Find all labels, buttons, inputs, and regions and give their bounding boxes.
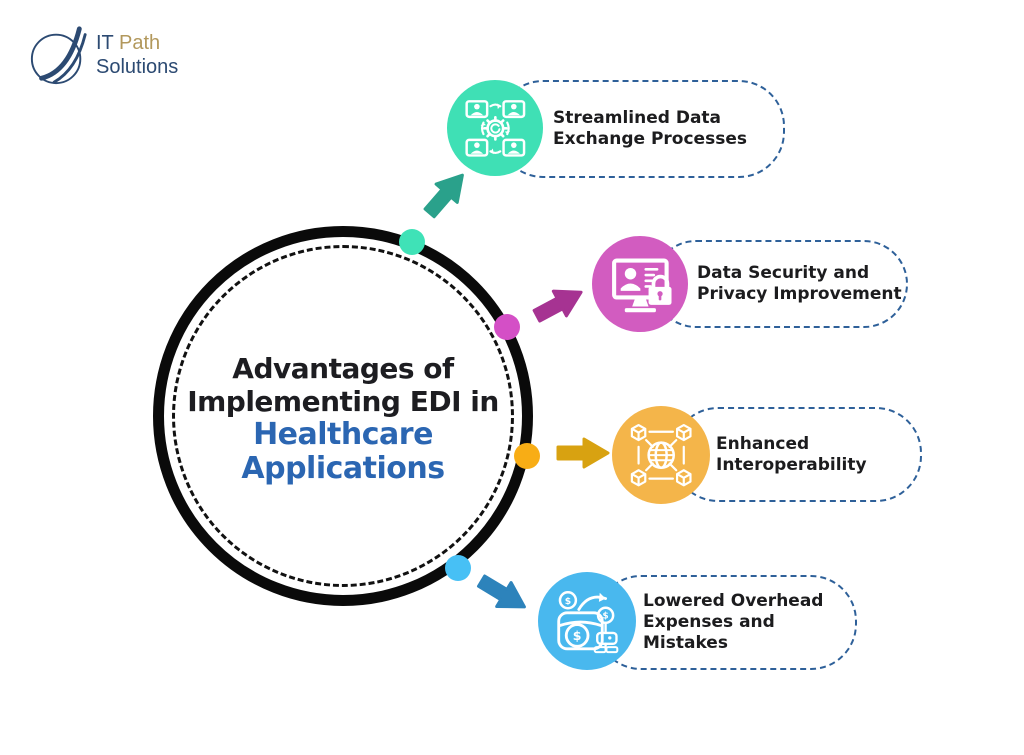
callout-label-line1: Lowered Overhead	[643, 591, 824, 611]
callout-icon-circle-streamlined	[447, 80, 543, 176]
center-title-line4: Applications	[241, 451, 445, 486]
center-title-line1: Advantages of	[232, 352, 454, 385]
ring-dot-security	[494, 314, 520, 340]
callout-label-line2: Interoperability	[716, 454, 867, 475]
svg-text:$: $	[565, 596, 571, 607]
ring-dot-expenses	[445, 555, 471, 581]
sync-users-gear-icon	[465, 99, 525, 157]
callout-pill-security	[652, 240, 908, 328]
ring-dot-streamlined	[399, 229, 425, 255]
callout-label-line2: Expenses and Mistakes	[643, 612, 775, 653]
callout-label-interop: Enhanced Interoperability	[716, 408, 911, 501]
callout-pill-interop	[672, 407, 922, 502]
wallet-coins-icon: $ $ $	[557, 590, 619, 653]
center-ring	[153, 226, 533, 606]
center-title-line2: Implementing EDI in	[187, 385, 499, 418]
ring-dot-interop	[514, 443, 540, 469]
svg-text:$: $	[602, 611, 608, 621]
callout-label-line1: Streamlined Data	[553, 108, 722, 128]
center-ring-dashed-border	[172, 245, 514, 587]
callout-label-streamlined: Streamlined Data Exchange Processes	[553, 85, 773, 173]
callout-icon-circle-expenses: $ $ $	[538, 572, 636, 670]
monitor-lock-icon	[611, 258, 672, 312]
callout-icon-circle-interop	[612, 406, 710, 504]
callout-label-line1: Enhanced	[716, 433, 810, 454]
arrow-security-icon	[532, 289, 583, 323]
callout-label-expenses: Lowered Overhead Expenses and Mistakes	[643, 576, 858, 669]
brand-it: IT	[96, 32, 114, 54]
center-title: Advantages of Implementing EDI in Health…	[153, 352, 533, 486]
brand-logo: IT Path Solutions	[28, 22, 178, 88]
arrow-expenses-icon	[476, 574, 526, 609]
brand-wordmark: IT Path Solutions	[96, 31, 178, 79]
arrow-streamlined-icon	[423, 173, 464, 219]
center-title-line3: Healthcare	[253, 417, 433, 452]
globe-cubes-icon	[630, 423, 692, 487]
callout-label-line1: Data Security and	[697, 263, 870, 283]
brand-path: Path	[118, 32, 161, 54]
callout-label-security: Data Security and Privacy Improvement	[697, 241, 902, 327]
callout-label-line2: Privacy Improvement	[697, 284, 902, 304]
callout-label-line2: Exchange Processes	[553, 129, 747, 149]
callout-icon-circle-security	[592, 236, 688, 332]
arrow-interop-icon	[556, 437, 610, 469]
brand-solutions: Solutions	[96, 56, 179, 78]
it-path-solutions-logo-icon	[30, 26, 87, 85]
svg-text:$: $	[573, 628, 582, 643]
